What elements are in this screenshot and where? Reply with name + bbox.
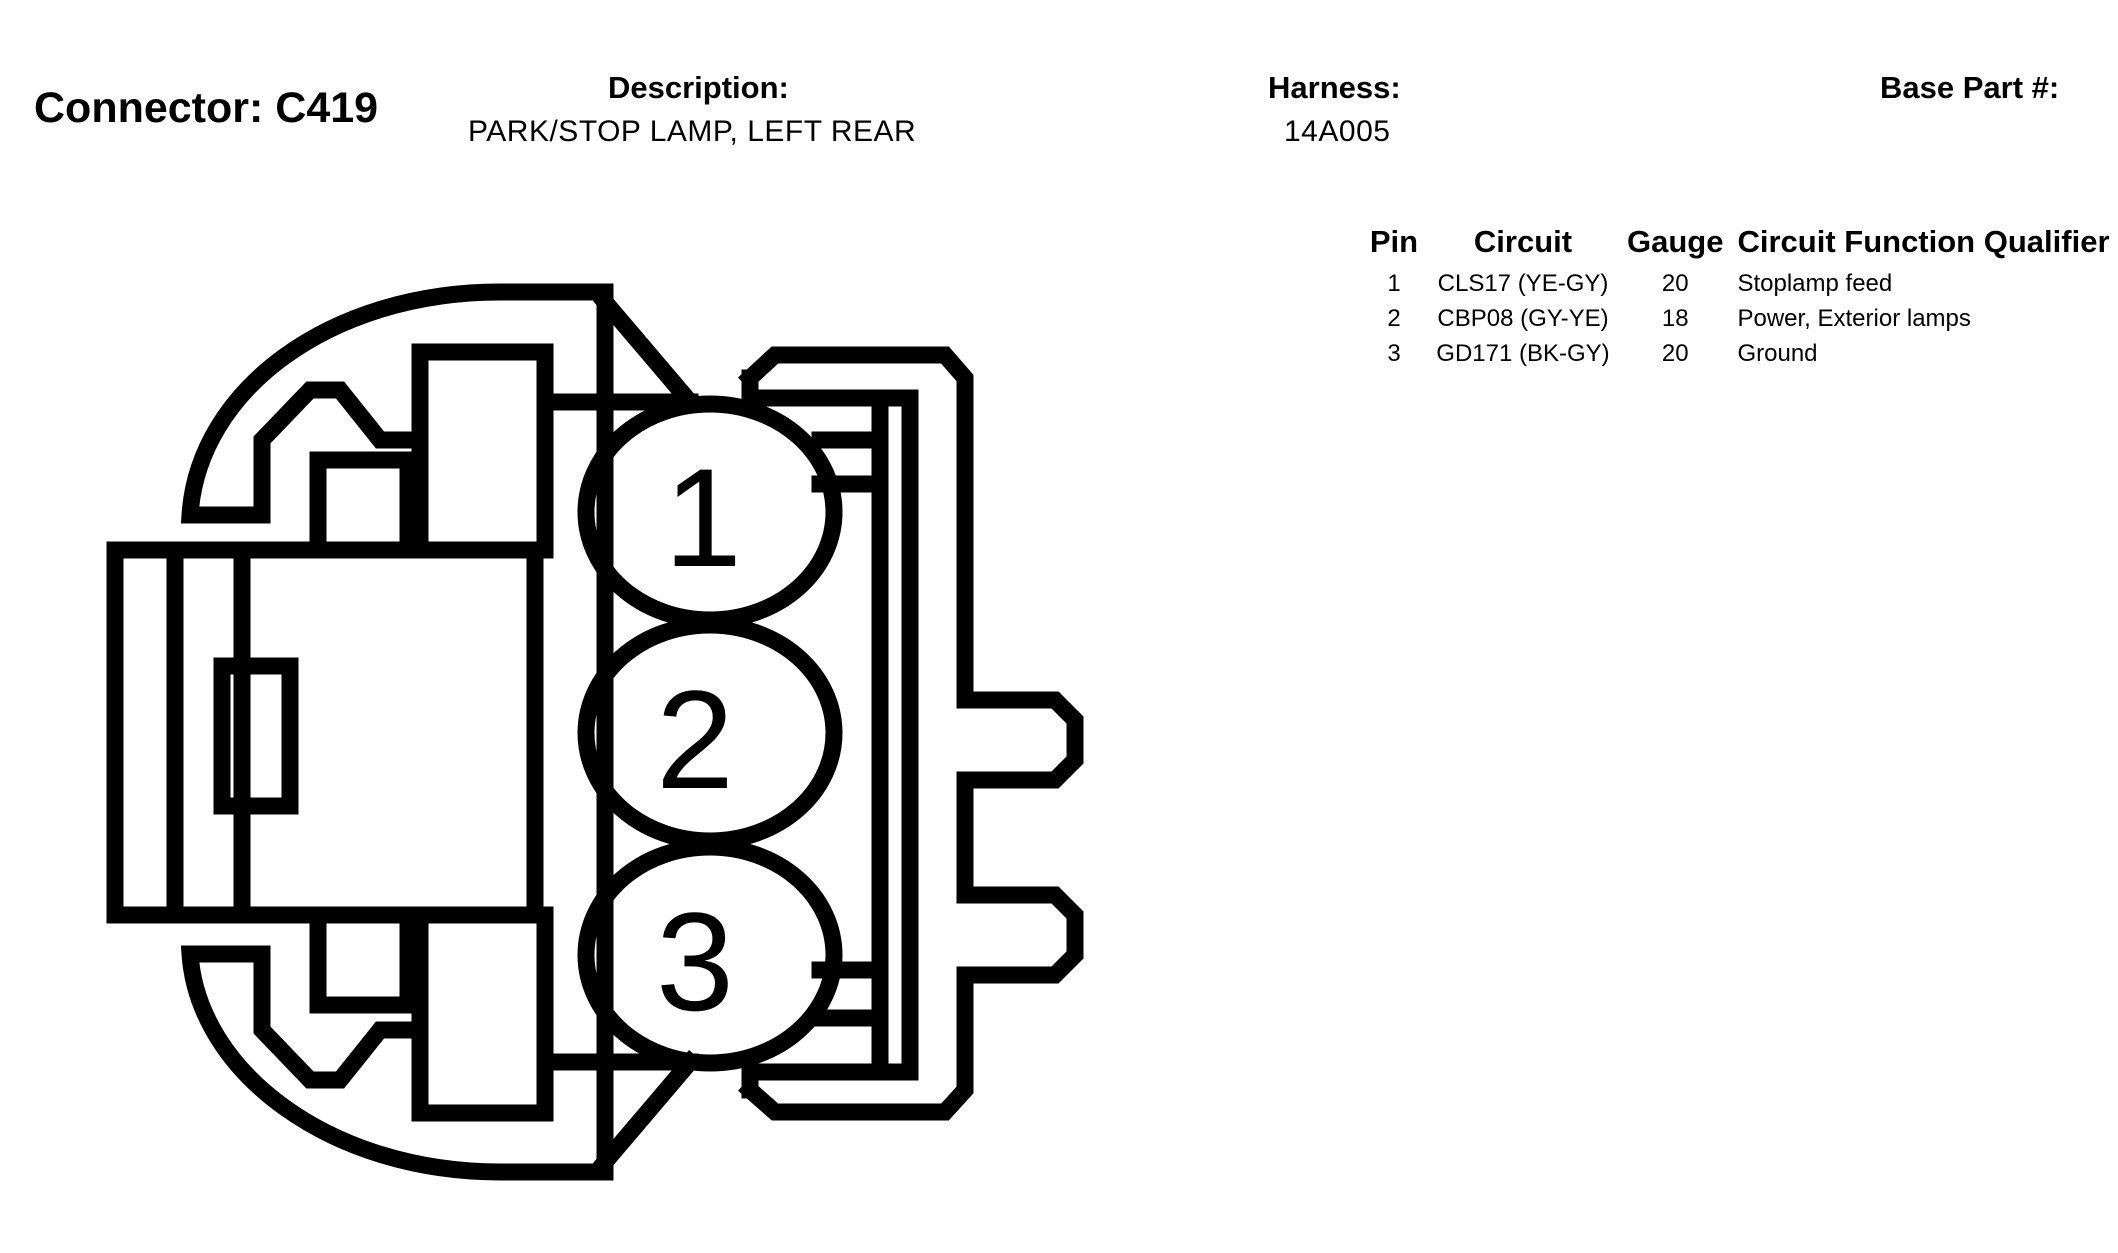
pin-number-2: 2 [656,661,734,818]
base-part-label: Base Part #: [1880,70,2060,105]
header-pin: Pin [1369,224,1419,259]
cell-pin: 3 [1387,339,1401,367]
bottom-diagonal-latch [593,1050,702,1174]
connector-body [106,283,1084,1181]
top-small-block [309,451,417,559]
harness-label: Harness: [1268,70,1401,105]
right-frame-top [737,346,1084,1121]
pin-table: Pin Circuit Gauge Circuit Function Quali… [1362,222,2117,371]
cell-function: Power, Exterior lamps [1737,304,1971,332]
right-inner-frame [741,369,919,1099]
harness-value: 14A005 [1284,115,1391,148]
cell-circuit: GD171 (BK-GY) [1436,339,1610,367]
header-circuit: Circuit [1473,224,1573,259]
pin-table-header: Pin Circuit Gauge Circuit Function Quali… [1362,222,2117,266]
top-latch-hook [253,381,429,524]
bottom-tall-block [411,906,554,1122]
cell-pin: 2 [1387,304,1401,332]
cell-gauge: 20 [1661,339,1689,367]
pin-cavity-3 [577,838,843,1072]
rear-lock-slot [213,657,299,815]
cell-circuit: CLS17 (YE-GY) [1437,269,1609,297]
cell-pin: 1 [1387,269,1401,297]
description-label: Description: [608,70,789,105]
description-value: PARK/STOP LAMP, LEFT REAR [468,115,917,148]
cell-function: Ground [1737,339,1818,367]
housing-bottom-arc [180,945,614,1181]
table-row: 1 CLS17 (YE-GY) 20 Stoplamp feed [1362,266,2117,301]
top-diagonal-latch [593,290,702,414]
connector-title: Connector: C419 [34,84,379,132]
table-row: 2 CBP08 (GY-YE) 18 Power, Exterior lamps [1362,301,2117,336]
pin-number-3: 3 [656,883,734,1040]
cell-gauge: 18 [1661,304,1689,332]
housing-top-arc [180,283,614,524]
header-function-text: Circuit Function [1737,224,1976,259]
table-row: 3 GD171 (BK-GY) 20 Ground [1362,336,2117,371]
bottom-small-block [309,906,417,1014]
header-gauge: Gauge [1627,224,1724,259]
bottom-latch-hook [253,945,429,1089]
pin-number-1: 1 [664,439,742,596]
top-tall-block [411,343,554,559]
cell-circuit: CBP08 (GY-YE) [1437,304,1609,332]
cell-gauge: 20 [1661,269,1689,297]
cell-function: Stoplamp feed [1737,269,1893,297]
header-function: Circuit Function Qualifier [1730,222,2116,266]
header-qualifier-text: Qualifier [1983,224,2110,259]
